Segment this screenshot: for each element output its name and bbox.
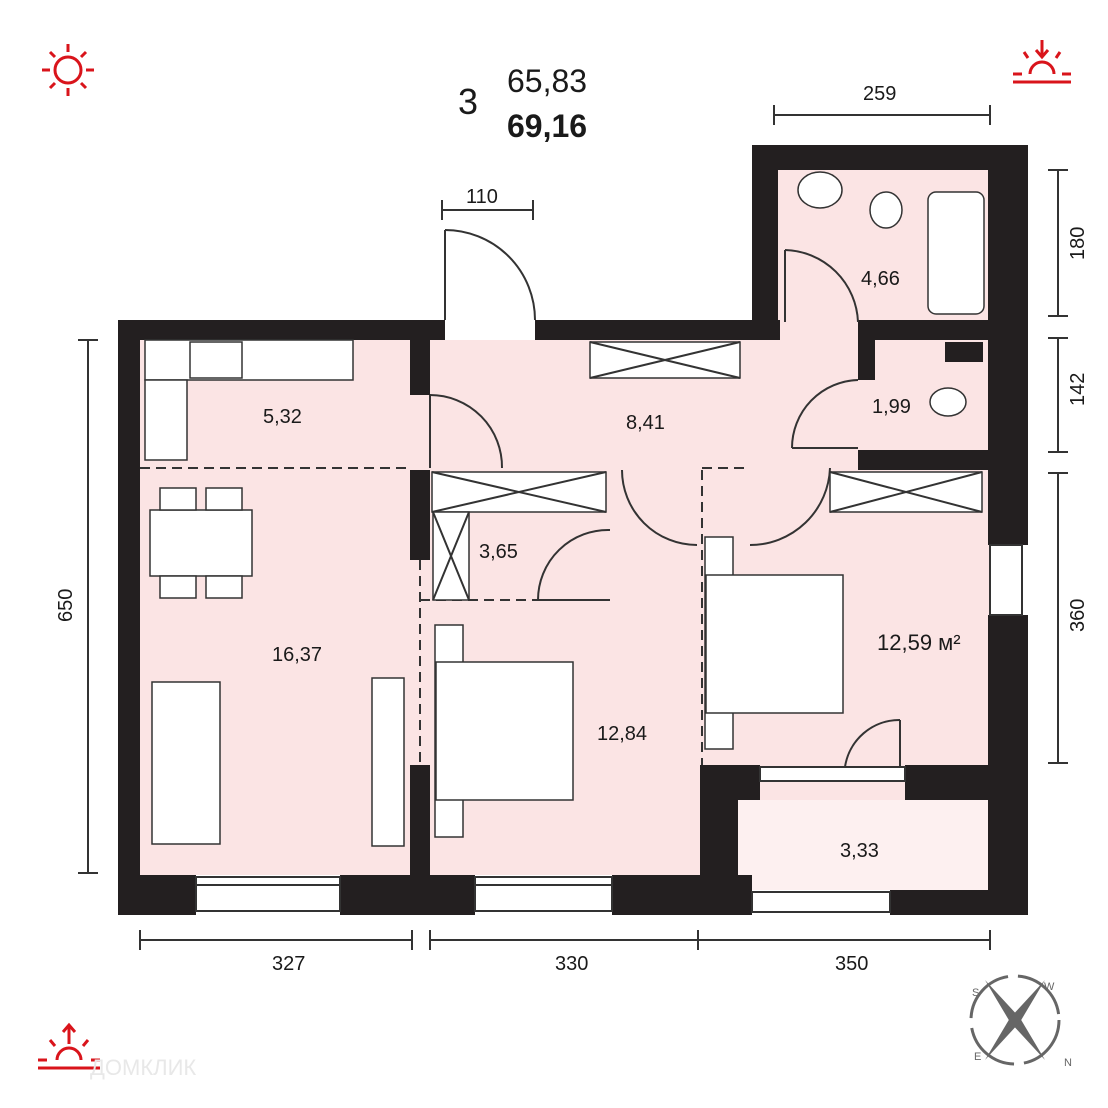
dim-right-top: 180 [1067,227,1089,260]
walls [118,145,1028,915]
dimension-labels: 259 110 650 180 142 360 327 330 350 [55,83,1089,975]
room-labels: 5,32 8,41 4,66 1,99 3,65 16,37 12,84 12,… [263,268,961,862]
total-area: 69,16 [507,108,587,144]
dim-door: 110 [466,186,498,208]
compass-e: E [974,1051,981,1063]
dim-right-bottom: 360 [1067,599,1089,632]
sunrise-icon [38,1022,100,1070]
sunset-icon [1013,40,1071,84]
dim-bottom-2: 330 [555,953,588,975]
dim-bottom-1: 327 [272,953,305,975]
room-area-bedroom-1: 12,84 [597,723,647,745]
room-area-balcony: 3,33 [840,840,879,862]
furniture [144,171,985,847]
doors [429,229,901,768]
sun-icon [42,44,94,96]
dimension-lines [78,105,1068,950]
compass-w: W [1044,981,1055,993]
compass-icon: S W E N [969,974,1072,1069]
header-summary: 3 65,83 69,16 [458,63,587,144]
room-area-bedroom-2: 12,59 м² [877,630,961,655]
room-area-living: 16,37 [272,644,322,666]
room-area-bathroom: 4,66 [861,268,900,290]
room-area-wc: 1,99 [872,396,911,418]
rooms-count: 3 [458,81,478,122]
windows [195,544,1023,913]
room-area-kitchen: 5,32 [263,406,302,428]
compass-n: N [1064,1057,1072,1069]
dim-bottom-3: 350 [835,953,868,975]
living-area: 65,83 [507,63,587,99]
room-area-closet: 3,65 [479,541,518,563]
dim-top-bath: 259 [863,83,896,105]
room-area-hall: 8,41 [626,412,665,434]
compass-s: S [972,987,979,999]
watermark: ДОМКЛИК [90,1055,196,1080]
dim-right-mid: 142 [1067,373,1089,406]
dim-left: 650 [55,589,77,622]
